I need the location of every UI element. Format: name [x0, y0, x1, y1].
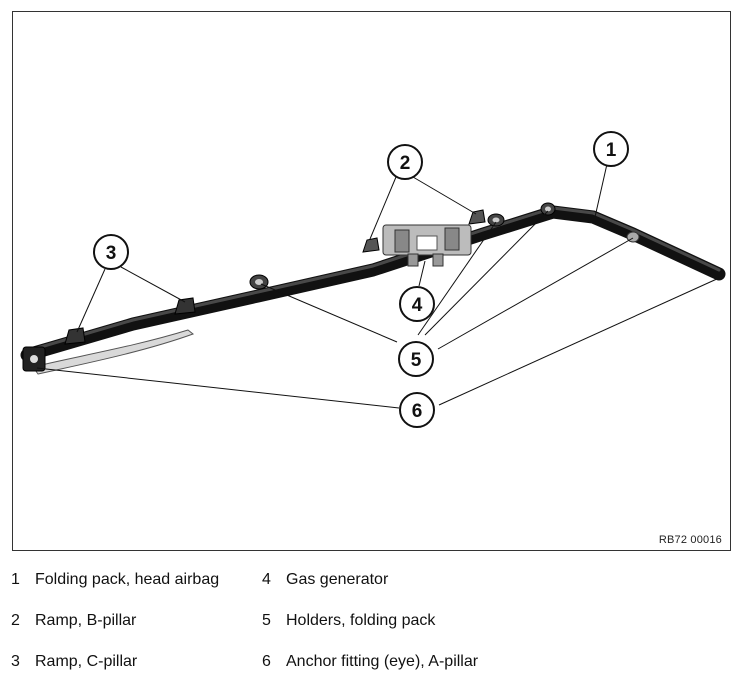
ramp-c-pillar-2	[174, 297, 196, 315]
legend-num: 2	[11, 612, 20, 629]
legend: 1 Folding pack, head airbag 2 Ramp, B-pill…	[0, 560, 744, 681]
legend-num: 5	[262, 612, 271, 629]
legend-item-4: 4 Gas generator	[262, 570, 388, 590]
callout-5: 5	[398, 341, 434, 377]
legend-item-2: 2 Ramp, B-pillar	[11, 611, 136, 631]
legend-text: Holders, folding pack	[286, 612, 436, 629]
legend-item-3: 3 Ramp, C-pillar	[11, 652, 137, 672]
legend-text: Anchor fitting (eye), A-pillar	[286, 653, 479, 670]
legend-item-6: 6 Anchor fitting (eye), A-pillar	[262, 652, 478, 672]
ramp-b-pillar-1	[362, 237, 380, 253]
legend-item-5: 5 Holders, folding pack	[262, 611, 435, 631]
svg-text:4: 4	[412, 295, 423, 316]
gas-generator	[382, 224, 472, 267]
callout-1: 1	[593, 131, 629, 167]
svg-text:2: 2	[400, 153, 411, 174]
holder-1	[249, 274, 269, 290]
ramp-b-pillar-2	[468, 209, 486, 225]
figure-code: RB72 00016	[658, 534, 722, 546]
legend-text: Folding pack, head airbag	[35, 571, 220, 588]
callout-3: 3	[93, 234, 129, 270]
legend-num: 4	[262, 571, 271, 588]
ramp-c-pillar-1	[64, 327, 86, 345]
svg-text:1: 1	[606, 140, 617, 161]
figure-frame: 1 2 3 4 5 6 RB72 00016	[12, 11, 731, 551]
callout-4: 4	[399, 286, 435, 322]
holder-3	[540, 202, 556, 216]
svg-text:3: 3	[106, 243, 117, 264]
holder-2	[487, 213, 505, 227]
leader-lines	[36, 163, 720, 409]
callout-2: 2	[387, 144, 423, 180]
legend-text: Ramp, B-pillar	[35, 612, 137, 629]
svg-text:6: 6	[412, 401, 423, 422]
legend-num: 1	[11, 571, 20, 588]
legend-num: 6	[262, 653, 271, 670]
legend-item-1: 1 Folding pack, head airbag	[11, 570, 219, 590]
folding-pack-tube	[20, 205, 726, 362]
legend-num: 3	[11, 653, 20, 670]
legend-text: Gas generator	[286, 571, 389, 588]
fabric-sleeve	[32, 329, 195, 375]
legend-text: Ramp, C-pillar	[35, 653, 138, 670]
airbag-illustration: 1 2 3 4 5 6	[20, 131, 726, 428]
callout-6: 6	[399, 392, 435, 428]
svg-text:5: 5	[411, 350, 422, 371]
